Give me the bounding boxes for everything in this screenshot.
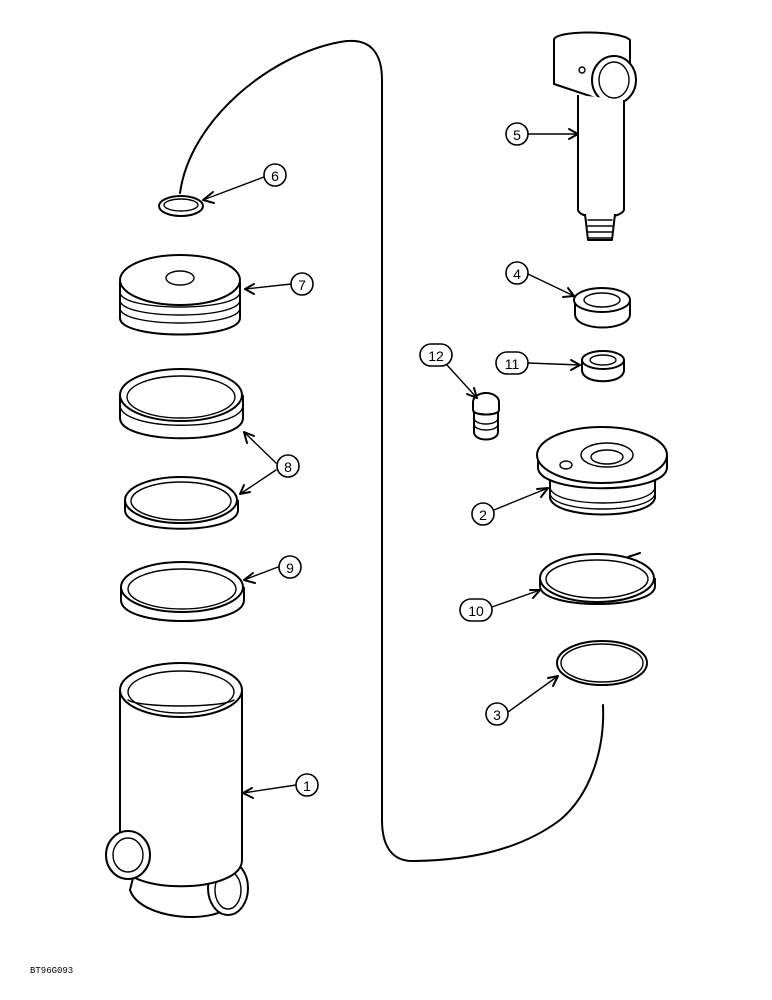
- callout-11: 11: [495, 351, 529, 375]
- svg-text:6: 6: [271, 168, 279, 184]
- svg-text:9: 9: [286, 560, 294, 576]
- leader-lines: [202, 128, 581, 799]
- part-8-seal-lower: [124, 476, 239, 530]
- part-5-rod-eye: [553, 31, 637, 241]
- svg-text:3: 3: [493, 707, 501, 723]
- assembly-path-line: [179, 39, 605, 863]
- part-4-bushing: [573, 287, 631, 329]
- callout-4: 4: [505, 261, 529, 285]
- part-11-small-bushing: [581, 350, 625, 383]
- callout-8: 8: [276, 454, 300, 478]
- svg-text:7: 7: [298, 277, 306, 293]
- svg-text:11: 11: [505, 356, 520, 372]
- part-8-seal-upper: [119, 368, 244, 440]
- reference-code: BT96G093: [30, 966, 73, 976]
- callout-5: 5: [505, 122, 529, 146]
- callout-10: 10: [459, 598, 493, 622]
- part-1-cylinder-barrel: [105, 662, 249, 918]
- callout-3: 3: [485, 702, 509, 726]
- part-7-piston: [119, 254, 241, 336]
- part-9-wear-ring: [120, 561, 245, 622]
- svg-text:8: 8: [284, 459, 292, 475]
- part-12-plug: [472, 392, 500, 441]
- callout-6: 6: [263, 163, 287, 187]
- part-2-gland: [536, 426, 668, 516]
- svg-text:1: 1: [303, 778, 311, 794]
- svg-text:5: 5: [513, 127, 521, 143]
- callout-9: 9: [278, 555, 302, 579]
- callout-1: 1: [295, 773, 319, 797]
- callout-7: 7: [290, 272, 314, 296]
- part-6-o-ring: [158, 195, 204, 217]
- part-10-snap-ring: [539, 552, 656, 605]
- svg-text:12: 12: [428, 348, 444, 364]
- svg-text:4: 4: [513, 266, 521, 282]
- callout-12: 12: [419, 343, 453, 367]
- svg-text:10: 10: [468, 603, 484, 619]
- part-3-o-ring: [556, 640, 648, 686]
- svg-text:2: 2: [479, 507, 487, 523]
- callout-2: 2: [471, 502, 495, 526]
